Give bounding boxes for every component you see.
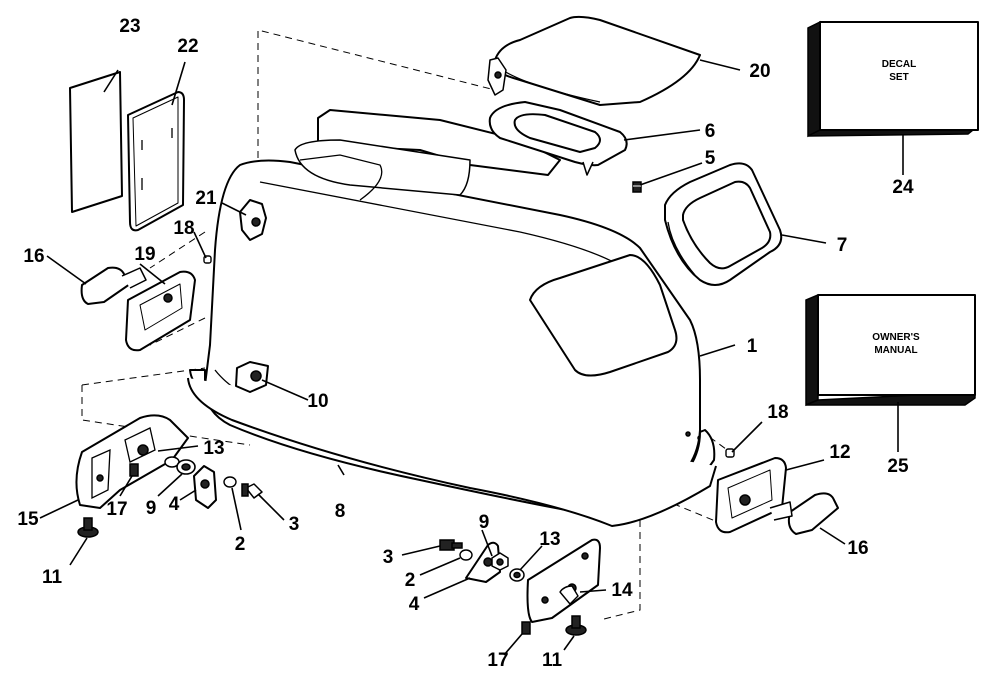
- callout-15: 15: [17, 509, 39, 530]
- owners-manual-label-line1: OWNER'S: [872, 332, 920, 343]
- callout-11-right: 11: [542, 650, 563, 671]
- callout-10: 10: [307, 391, 328, 412]
- bolt-3-right: [439, 539, 463, 551]
- decal-set-label-line1: DECAL: [882, 59, 916, 70]
- callout-3-right: 3: [383, 547, 394, 568]
- callout-16-left: 16: [23, 246, 44, 267]
- callout-9-left: 9: [146, 498, 157, 519]
- lid-bezel: [488, 101, 628, 176]
- callout-21: 21: [195, 188, 217, 209]
- mount-11-right: [565, 615, 587, 636]
- callout-19: 19: [134, 244, 155, 265]
- plate-22: [127, 91, 185, 232]
- screw-5: [632, 181, 642, 193]
- latch-handle-right: [769, 492, 839, 535]
- callout-16-right: 16: [847, 538, 868, 559]
- callout-2-right: 2: [405, 570, 416, 591]
- mount-11-left: [77, 517, 99, 538]
- screw-17-left: [129, 463, 139, 477]
- latch-plate-right: [715, 457, 787, 534]
- callout-4-left: 4: [169, 494, 180, 515]
- side-grille: [664, 162, 783, 286]
- washer-9-left: [176, 459, 196, 475]
- callout-3-left: 3: [289, 514, 300, 535]
- decal-sheet-23: [69, 71, 123, 213]
- callout-22: 22: [177, 36, 198, 57]
- washer-2-right: [459, 549, 473, 561]
- callout-6: 6: [705, 121, 716, 142]
- latch-handle-left: [80, 266, 147, 305]
- latch-plate-left: [125, 270, 196, 352]
- callout-14: 14: [611, 580, 633, 601]
- callout-11-left: 11: [42, 567, 63, 588]
- leader-lines: [39, 59, 904, 656]
- callout-17-left: 17: [106, 499, 127, 520]
- callout-12: 12: [829, 442, 850, 463]
- callout-24: 24: [892, 177, 914, 198]
- lid-cover: [487, 15, 701, 106]
- callout-5: 5: [705, 148, 716, 169]
- callout-2-left: 2: [235, 534, 246, 555]
- owners-manual-box: OWNER'S MANUAL: [805, 293, 976, 407]
- callout-8: 8: [335, 501, 346, 522]
- washer-2-left: [223, 476, 237, 488]
- owners-manual-label-line2: MANUAL: [874, 345, 917, 356]
- callout-1: 1: [747, 336, 758, 357]
- callout-17-right: 17: [487, 650, 508, 671]
- decal-set-box: DECAL SET: [807, 20, 979, 138]
- callout-13-right: 13: [539, 529, 560, 550]
- callout-20: 20: [749, 61, 770, 82]
- bracket-plate-4-left: [193, 465, 217, 509]
- callout-labels: 1 2 2 3 3 4 4 5 6 7 8 9 9 10 11 11 12 13…: [17, 16, 914, 671]
- cover-seal: [187, 369, 717, 527]
- grommet-10: [235, 361, 269, 393]
- bracket-15: [75, 414, 189, 509]
- screw-17-right: [521, 621, 531, 635]
- callout-23: 23: [119, 16, 140, 37]
- callout-18-right: 18: [767, 402, 788, 423]
- callout-4-right: 4: [409, 594, 420, 615]
- callout-18-left: 18: [173, 218, 194, 239]
- nut-9-right: [491, 552, 509, 571]
- callout-25: 25: [887, 456, 909, 477]
- callout-13-left: 13: [203, 438, 224, 459]
- bracket-14: [526, 538, 601, 623]
- plug-21: [239, 199, 267, 241]
- callout-9-right: 9: [479, 512, 490, 533]
- decal-set-label-line2: SET: [889, 72, 908, 83]
- washer-13-right: [509, 568, 525, 582]
- callout-7: 7: [837, 235, 848, 256]
